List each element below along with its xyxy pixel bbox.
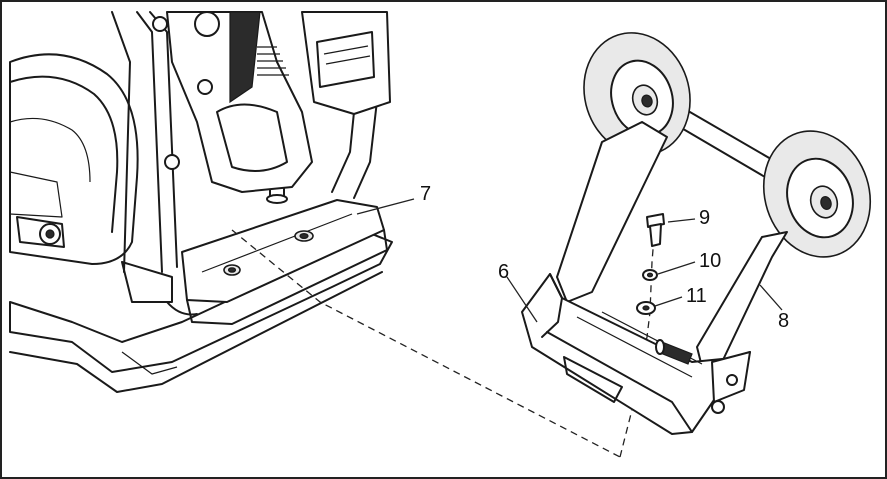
wheel-cradle-floor-edge [546, 331, 693, 433]
frame-bolt-top [152, 16, 168, 32]
leader-8 [759, 284, 783, 311]
bracket-bolt-washer [266, 194, 288, 204]
wheel-cradle-lip [541, 273, 563, 338]
guard-bolt-mount [16, 216, 65, 248]
leader-9 [667, 218, 696, 223]
guard-bolt-center [45, 229, 55, 239]
leader-6 [506, 276, 538, 323]
wheel-frame-left-arm [556, 121, 668, 303]
leader-11 [654, 296, 683, 307]
wheel-kit [521, 32, 872, 435]
fuel-tank [301, 11, 391, 115]
callout-8: 8 [778, 310, 789, 332]
plate-compactor [9, 11, 393, 393]
engine-cylinder [216, 103, 288, 172]
bolt-9-shank [649, 223, 662, 247]
frame-tube-front [136, 11, 163, 273]
belt-guard-panel [9, 171, 63, 218]
engine-block [166, 11, 313, 193]
installation-lines [231, 229, 655, 458]
callout-9: 9 [699, 207, 710, 229]
wheel-top-axle-nut [641, 94, 653, 108]
wheel-cradle-slot [563, 356, 623, 403]
belt-guard [9, 53, 139, 265]
cradle-pin-end [655, 339, 665, 355]
frame-bolt-middle [197, 79, 213, 95]
washer-11-hole [642, 305, 650, 311]
base-plate [9, 233, 393, 373]
base-plate-detail [121, 351, 178, 375]
fuel-tank-detail [323, 45, 371, 65]
callout-7: 7 [420, 183, 431, 205]
leader-7 [356, 198, 415, 215]
frame-tube-left [111, 11, 131, 273]
side-plate-bolt [711, 400, 725, 414]
frame-foot-left [121, 261, 173, 303]
control-lever [229, 11, 261, 104]
belt-guard-inner-curve [9, 75, 119, 233]
callout-6: 6 [498, 261, 509, 283]
engine-cap [194, 11, 220, 37]
fuel-tank-panel [316, 31, 375, 88]
dash-line-main [231, 229, 621, 458]
wheel-bottom-axle-nut [820, 196, 832, 210]
leader-10 [657, 261, 696, 275]
frame-bolt-lower [164, 154, 180, 170]
bracket-hole-front-inner [299, 233, 309, 240]
frame-foot-curve [166, 301, 198, 316]
dash-line-vertical [619, 236, 655, 458]
engine-cooling-fins [257, 46, 289, 76]
callout-leaders [356, 198, 783, 323]
mounting-bracket-line [201, 213, 353, 273]
bracket-hole-rear-inner [227, 267, 237, 273]
callout-11: 11 [686, 285, 707, 307]
side-plate-bolt-2 [726, 374, 738, 386]
lock-washer-10-hole [646, 272, 654, 278]
callout-labels: 7 9 10 11 6 8 [420, 183, 789, 332]
belt-guard-detail [9, 117, 91, 183]
callout-10: 10 [699, 250, 721, 272]
base-plate-edge [9, 271, 383, 393]
